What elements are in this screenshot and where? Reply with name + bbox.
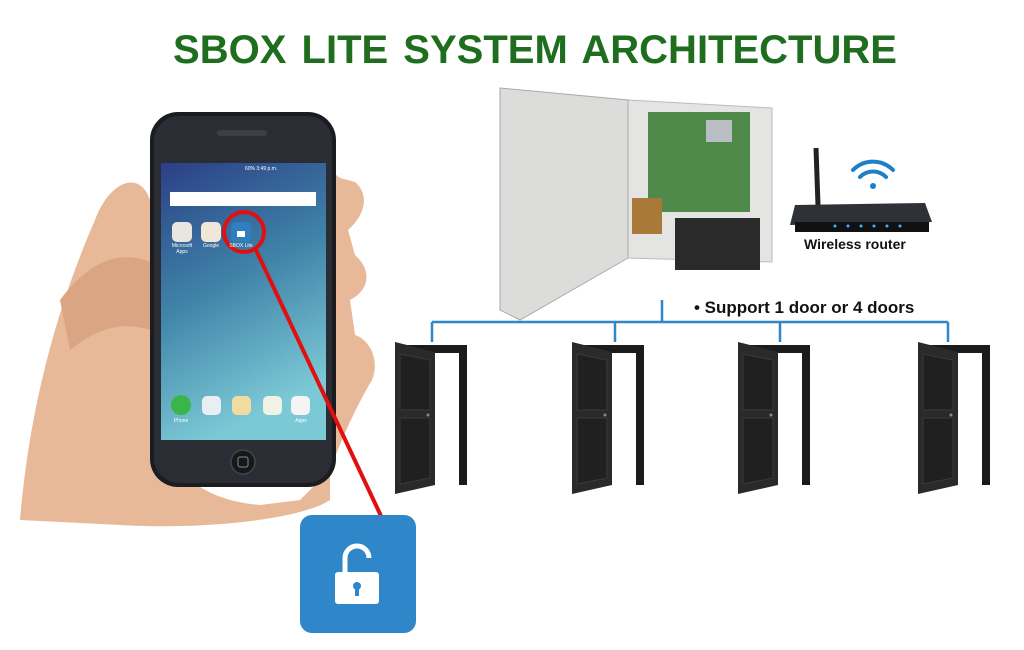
dock-label: Phone [173,418,189,424]
unlock-app-icon [300,515,416,633]
app-icon-microsoft[interactable] [172,222,192,242]
dock-label: Apps [295,418,307,424]
app-label: SBOX Lite [229,243,253,249]
app-icon-google[interactable] [201,222,221,242]
wifi-icon [851,159,895,189]
home-button[interactable] [230,449,256,475]
phone-app-icon[interactable] [171,395,191,415]
wireless-router [790,147,932,232]
app-label: Google [202,243,220,249]
pointer-line [254,249,383,517]
battery [675,218,760,270]
diagram-title: SBOX LITE SYSTEM ARCHITECTURE [173,28,897,72]
dock [171,395,310,415]
door-bus-lines [430,300,950,342]
router-label: Wireless router [804,236,906,252]
hand-image [20,170,375,527]
phone-status-bar: 60% 3:49 p.m. [245,166,278,172]
google-search-bar[interactable] [170,192,316,206]
circuit-board [648,112,750,212]
door-icon [918,342,990,494]
phone-screen [161,163,326,440]
smartphone [150,112,336,487]
app-icon-sbox[interactable] [231,222,251,242]
door-icon [572,342,644,494]
controller-box [499,87,773,321]
door-icon [738,342,810,494]
door-icon [395,342,467,494]
highlight-circle [222,210,266,254]
app-label: Microsoft Apps [171,243,193,255]
apps-drawer-icon[interactable] [291,396,310,415]
support-note: • Support 1 door or 4 doors [694,298,915,317]
